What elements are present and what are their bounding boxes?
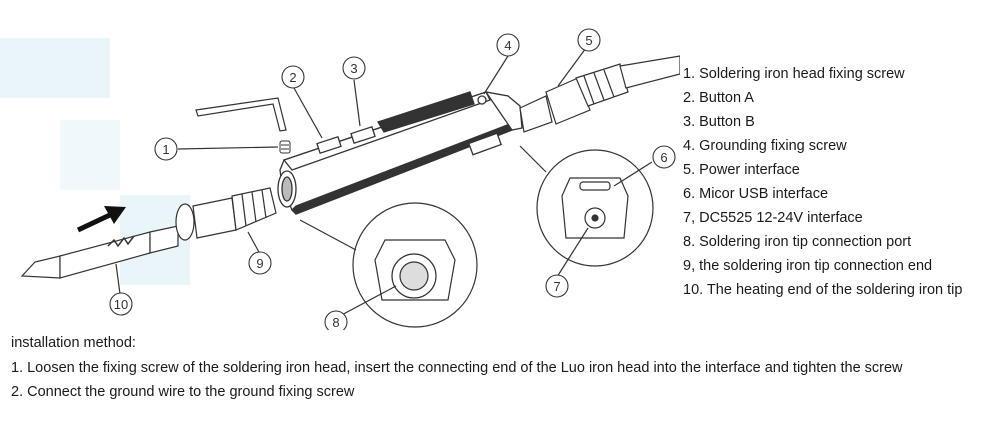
callout-number: 3 bbox=[350, 61, 357, 76]
callout-number: 5 bbox=[585, 33, 592, 48]
callout-number: 2 bbox=[289, 70, 296, 85]
callout-8 bbox=[324, 310, 348, 330]
legend-item: 5. Power interface bbox=[683, 162, 800, 178]
installation-step: 2. Connect the ground wire to the ground… bbox=[11, 384, 355, 400]
callout-number: 8 bbox=[332, 315, 339, 330]
callout-number: 10 bbox=[114, 297, 128, 312]
callout-numbers: 1 2 3 4 5 6 7 8 9 10 bbox=[114, 33, 668, 330]
callout-number: 4 bbox=[504, 38, 511, 53]
callout-2 bbox=[281, 65, 305, 89]
parts-legend: 1. Soldering iron head fixing screw 2. B… bbox=[683, 62, 962, 302]
fixing-screw-icon bbox=[279, 140, 291, 154]
insert-arrow-icon bbox=[76, 206, 126, 233]
callout-number: 7 bbox=[553, 279, 560, 294]
callout-number: 9 bbox=[256, 256, 263, 271]
callout-9 bbox=[248, 251, 272, 275]
legend-item: 7, DC5525 12-24V interface bbox=[683, 210, 863, 226]
iron-handle bbox=[277, 91, 523, 215]
tip-logo-icon bbox=[107, 235, 135, 248]
callout-1 bbox=[154, 137, 178, 161]
legend-item: 3. Button B bbox=[683, 114, 755, 130]
callout-number: 6 bbox=[660, 150, 667, 165]
power-plug bbox=[519, 55, 680, 133]
callout-7 bbox=[545, 274, 569, 298]
callout-4 bbox=[496, 33, 520, 57]
hex-key bbox=[195, 97, 287, 132]
callout-5 bbox=[577, 28, 601, 52]
soldering-iron-diagram: 1 2 3 4 5 6 7 8 9 10 bbox=[0, 28, 680, 330]
callout-number: 1 bbox=[162, 142, 169, 157]
legend-item: 10. The heating end of the soldering iro… bbox=[683, 282, 963, 298]
legend-item: 8. Soldering iron tip connection port bbox=[683, 234, 912, 250]
leader-lines bbox=[115, 47, 653, 319]
legend-item: 2. Button A bbox=[683, 90, 754, 106]
callout-3 bbox=[342, 56, 366, 80]
installation-method: installation method: 1. Loosen the fixin… bbox=[11, 331, 991, 405]
callout-markers bbox=[109, 28, 676, 330]
legend-item: 9, the soldering iron tip connection end bbox=[683, 258, 933, 274]
legend-item: 6. Micor USB interface bbox=[683, 186, 829, 202]
callout-10 bbox=[109, 292, 133, 316]
legend-item: 1. Soldering iron head fixing screw bbox=[683, 66, 905, 82]
interface-detail-zoom bbox=[536, 149, 654, 267]
installation-title: installation method: bbox=[11, 335, 136, 351]
port-detail-zoom bbox=[352, 202, 478, 328]
installation-step: 1. Loosen the fixing screw of the solder… bbox=[11, 359, 903, 376]
legend-item: 4. Grounding fixing screw bbox=[683, 138, 847, 154]
callout-6 bbox=[652, 145, 676, 169]
